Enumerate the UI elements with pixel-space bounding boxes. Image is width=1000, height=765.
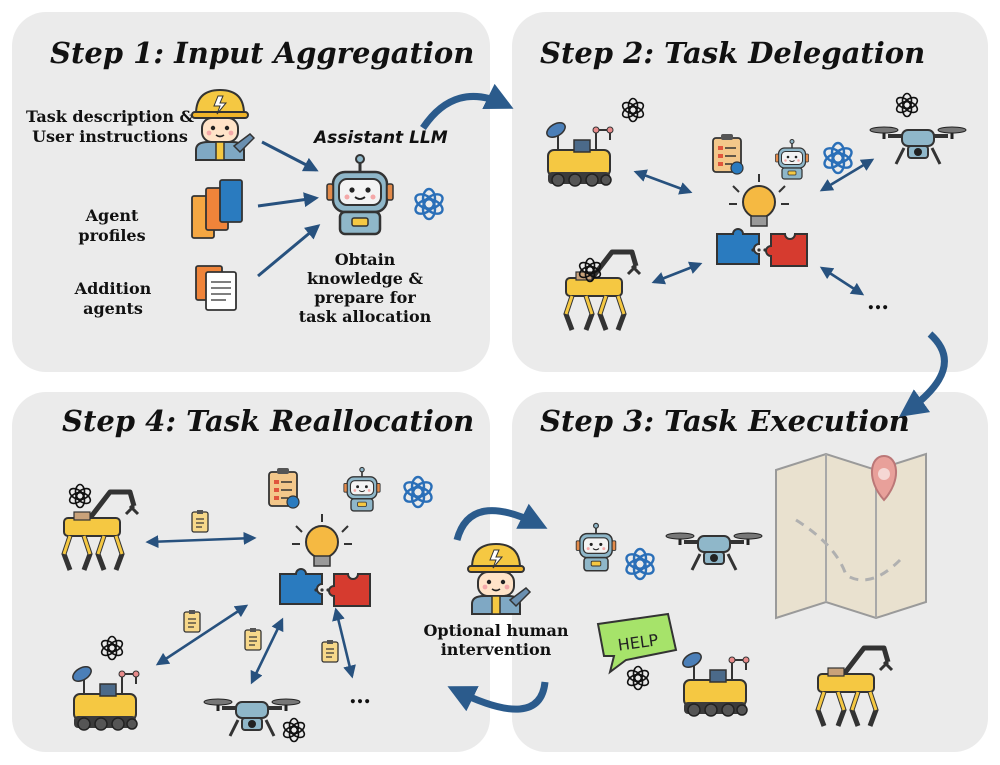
task-description-line2: User instructions [32,127,188,146]
agent-profiles-line1: Agent [85,206,139,225]
step4-task-note-drone [244,627,262,651]
step4-plan-clipboard-icon [268,467,300,509]
step4-dog-llm-icon [66,483,94,509]
addition-agents-document-icon [195,265,237,311]
step4-rover-llm-icon [98,635,126,661]
step4-rover-link [155,604,249,666]
outcome-line3: prepare for [314,288,416,307]
addition-agents-label: Addition agents [68,279,158,319]
task-input-arrow [261,140,319,172]
step3-drone-icon [664,531,764,572]
agent-profiles-folder-icon [191,179,243,239]
agent-profiles-label: Agent profiles [72,206,152,246]
step4-drone-llm-icon [280,717,308,743]
human-intervention-line2: intervention [440,640,552,659]
human-intervention-label: Optional human intervention [416,621,576,659]
step3-dog-robot-icon [818,648,892,726]
step2-title: Step 2: Task Delegation [540,36,926,70]
profiles-input-arrow [257,192,319,208]
step4-bulb-puzzle-icon [279,513,371,607]
addition-agents-line1: Addition [74,279,152,298]
step2-drone-llm-icon [893,92,921,118]
help-speech-bubble: HELP [596,612,678,675]
step4-rover-icon [69,662,140,731]
assistant-llm-label: Assistant LLM [314,128,448,148]
step4-dog-link [145,531,257,549]
step3-rover-llm-icon [624,665,652,691]
assistant-robot-icon [325,153,395,236]
map-icon [775,452,927,620]
step1-to-step2-arrow [420,83,514,130]
step2-dog-robot-icon [566,252,640,330]
outcome-line2: knowledge & [307,269,423,288]
step4-more-agents: … [349,683,371,709]
step2-plan-clipboard-icon [712,133,744,175]
task-description-label: Task description & User instructions [20,107,200,147]
addition-agents-line2: agents [83,299,143,318]
to-reallocation-arrow [447,681,549,713]
step1-title: Step 1: Input Aggregation [50,36,475,70]
outcome-line4: task allocation [298,307,432,326]
step2-bulb-puzzle-icon [716,173,808,267]
additional-input-arrow [257,224,321,278]
step3-robot-llm-icon [622,547,658,581]
step2-drone-icon [868,125,968,166]
step2-rover-icon [543,118,614,187]
step4-more-link [332,607,356,679]
step2-rover-link [633,169,693,195]
task-description-line1: Task description & [25,107,194,126]
openai-logo-icon [411,187,447,221]
step2-small-robot-icon [774,138,810,180]
step3-title: Step 3: Task Execution [540,404,910,438]
agent-profiles-line2: profiles [78,226,146,245]
step3-rover-icon [679,648,750,717]
step4-small-robot-icon [343,466,381,512]
step4-task-note-rover [183,609,201,633]
human-worker-icon [467,543,531,615]
step2-more-agents: … [867,289,889,315]
step4-task-note-more [321,639,339,663]
step4-title: Step 4: Task Reallocation [62,404,475,438]
step4-drone-link [250,617,284,685]
step4-task-note-dog [191,509,209,533]
to-execution-arrow [453,503,548,542]
step4-center-llm-icon [400,475,436,509]
step1-panel [12,12,490,372]
step2-to-step3-arrow [899,331,948,417]
step4-panel [12,392,490,752]
step2-center-llm-icon [820,141,856,175]
step2-drone-link [819,158,875,192]
user-worker-icon [191,89,255,161]
outcome-line1: Obtain [334,250,396,269]
step2-rover-llm-icon [619,97,647,123]
step2-more-link [819,266,865,296]
obtain-knowledge-label: Obtain knowledge & prepare for task allo… [290,250,440,326]
step2-dog-link [651,261,703,285]
human-intervention-line1: Optional human [423,621,569,640]
step3-small-robot-icon [575,522,617,572]
